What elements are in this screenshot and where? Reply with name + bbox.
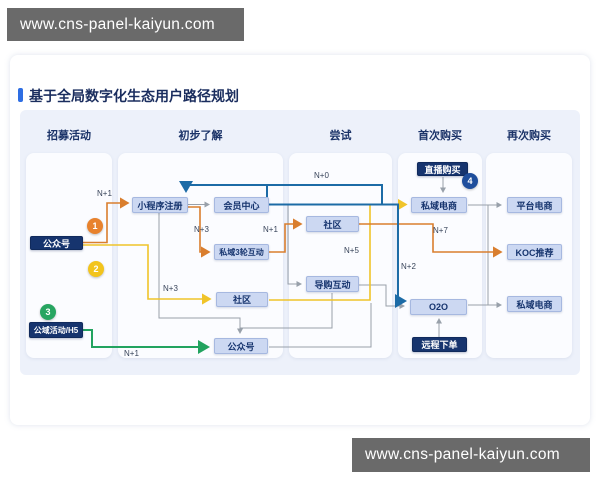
edge-label: N+5 bbox=[344, 246, 359, 255]
node-private-ecommerce-first: 私域电商 bbox=[411, 197, 467, 213]
column-header-trial: 尝试 bbox=[329, 130, 352, 142]
edge-label: N+1 bbox=[263, 225, 278, 234]
watermark-top-bar: www.cns-panel-kaiyun.com bbox=[7, 8, 244, 41]
column-header-repeat-buy: 再次购买 bbox=[507, 130, 551, 142]
node-community-try: 社区 bbox=[306, 216, 359, 232]
node-remote-order: 远程下单 bbox=[412, 337, 467, 352]
diagram-title: 基于全局数字化生态用户路径规划 bbox=[29, 88, 239, 104]
badge-1: 1 bbox=[87, 218, 103, 234]
node-guide-interaction: 导购互动 bbox=[306, 276, 359, 292]
column-header-recruitment: 招募活动 bbox=[47, 130, 91, 142]
watermark-top-text: www.cns-panel-kaiyun.com bbox=[20, 15, 215, 33]
edge-label: N+0 bbox=[314, 171, 329, 180]
node-official-account-learn: 公众号 bbox=[214, 338, 268, 354]
watermark-bottom-text: www.cns-panel-kaiyun.com bbox=[365, 446, 560, 463]
edge-label: N+3 bbox=[163, 284, 178, 293]
watermark-bottom-bar: www.cns-panel-kaiyun.com bbox=[352, 438, 590, 472]
edge-label: N+1 bbox=[124, 349, 139, 358]
node-live-purchase: 直播购买 bbox=[417, 162, 468, 176]
node-private-ecommerce-repeat: 私域电商 bbox=[507, 296, 562, 312]
node-koc-recommend: KOC推荐 bbox=[507, 244, 562, 260]
column-header-first-buy: 首次购买 bbox=[418, 130, 462, 142]
node-private-3round-interaction: 私域3轮互动 bbox=[214, 244, 269, 260]
column-panel-trial bbox=[289, 153, 392, 358]
edge-label: N+7 bbox=[433, 226, 448, 235]
node-community-learn: 社区 bbox=[216, 292, 268, 307]
badge-2: 2 bbox=[88, 261, 104, 277]
node-public-domain-activity-h5: 公域活动/H5 bbox=[29, 322, 83, 338]
node-miniprogram-register: 小程序注册 bbox=[132, 197, 188, 213]
edge-label: N+1 bbox=[97, 189, 112, 198]
node-official-account: 公众号 bbox=[30, 236, 83, 250]
node-platform-ecommerce: 平台电商 bbox=[507, 197, 562, 213]
node-member-center: 会员中心 bbox=[214, 197, 269, 213]
title-accent-bar bbox=[18, 88, 23, 102]
edge-label: N+3 bbox=[194, 225, 209, 234]
edge-label: N+2 bbox=[401, 262, 416, 271]
column-header-initial: 初步了解 bbox=[178, 130, 223, 142]
badge-4: 4 bbox=[462, 173, 478, 189]
node-o2o: O2O bbox=[410, 299, 467, 315]
badge-3: 3 bbox=[40, 304, 56, 320]
